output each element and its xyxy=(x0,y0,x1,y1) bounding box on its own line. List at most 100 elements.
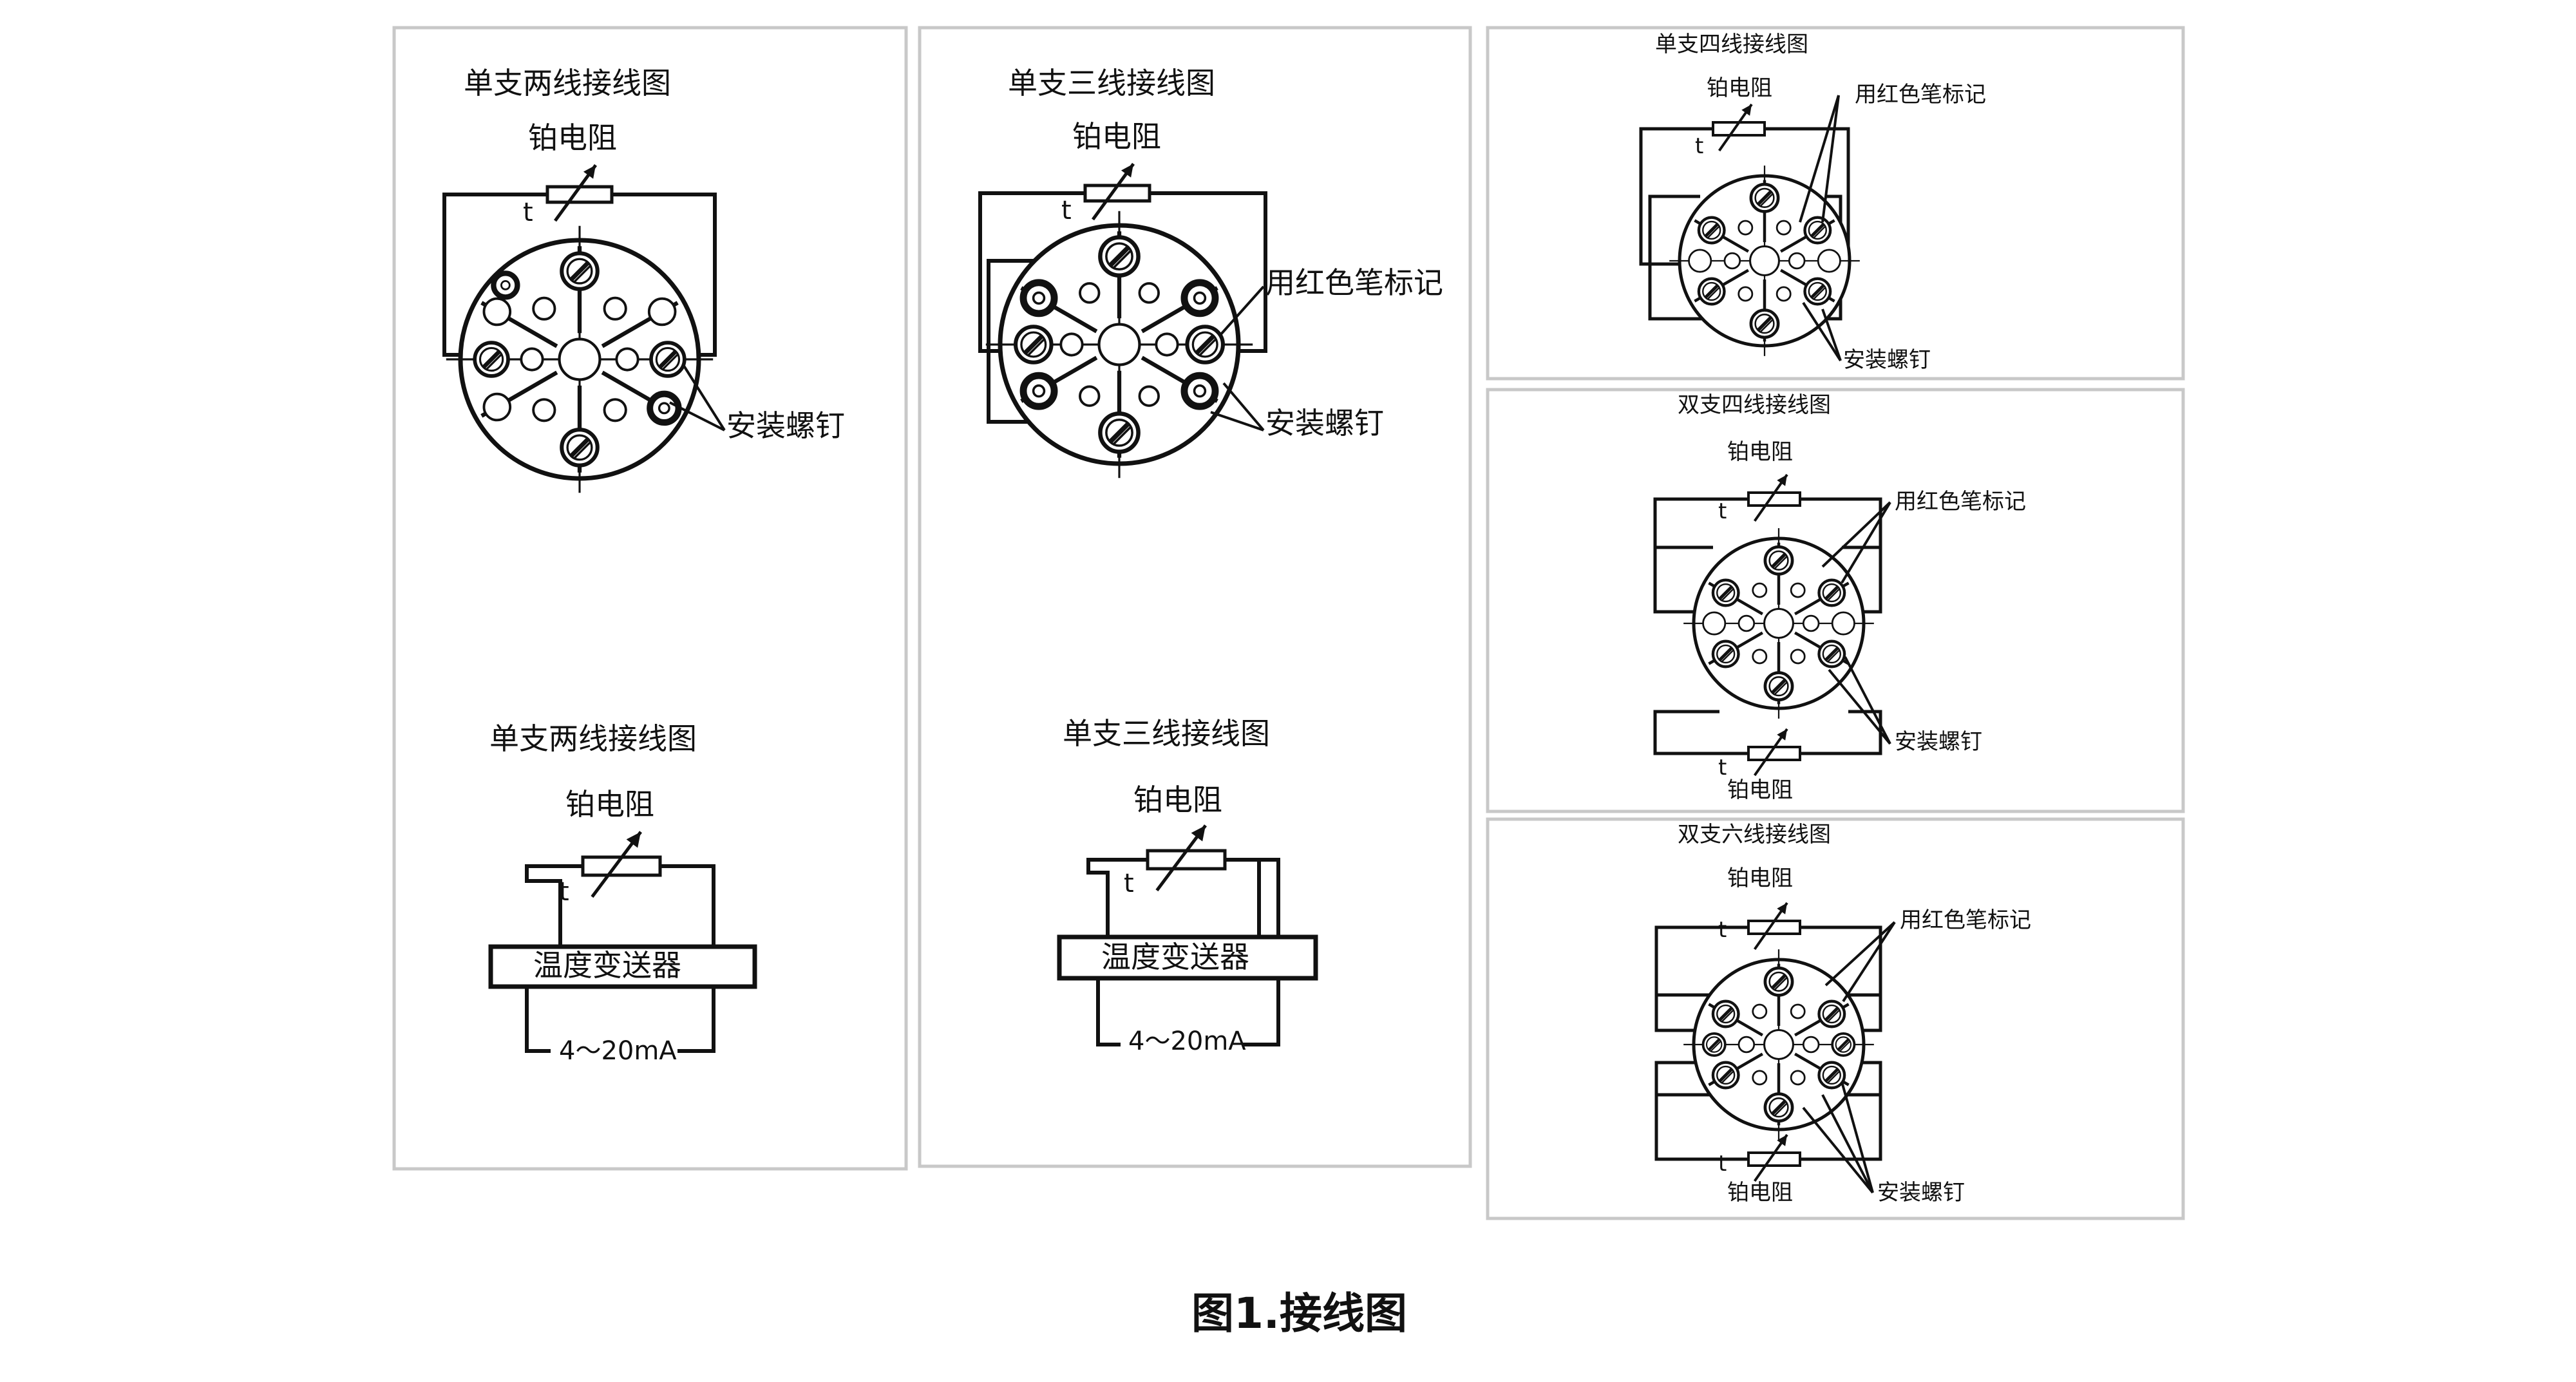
panel1-bottom-rtd-label: 铂电阻 xyxy=(565,787,654,822)
screw-leader-line xyxy=(669,401,725,431)
panel-frame-dual-four-wire xyxy=(1486,388,2185,813)
terminal-hole xyxy=(1817,249,1841,273)
terminal-hole xyxy=(1688,249,1712,273)
terminal-hole xyxy=(1776,220,1792,236)
panel5-top-t-label: t xyxy=(1718,917,1727,943)
terminal-screw-slot xyxy=(569,437,591,459)
red-mark-leader-line xyxy=(1841,501,1891,584)
terminal-screw-slot xyxy=(1721,649,1734,663)
panel3-title: 单支四线接线图 xyxy=(1655,32,1808,57)
terminal-screw-slot xyxy=(1827,1009,1841,1023)
terminal-screw-slot xyxy=(1774,556,1788,569)
terminal-screw-slot xyxy=(1718,585,1734,601)
terminal-hole xyxy=(1079,282,1101,304)
panel2-bottom-t-label: t xyxy=(1124,869,1134,898)
terminal-screw-slot xyxy=(1827,588,1841,601)
panel2-transmitter-label: 温度变送器 xyxy=(1101,940,1249,974)
rtd-lead-wire xyxy=(1648,194,1726,321)
terminal-screw-slot xyxy=(1774,1103,1788,1117)
terminal-screw-slot xyxy=(1194,334,1216,355)
terminal-screw-slot xyxy=(1813,287,1826,300)
terminal-screw-slot xyxy=(1718,646,1734,662)
terminal-screw-slot xyxy=(1756,189,1773,206)
terminal-screw-slot xyxy=(1707,1037,1721,1052)
terminal-screw-slot xyxy=(1112,426,1132,445)
variable-arrow-head xyxy=(1777,903,1787,914)
terminal-screw-slot xyxy=(1813,225,1826,239)
terminal-hole xyxy=(1790,1003,1806,1019)
terminal-screw-slot xyxy=(1839,1041,1851,1052)
red-mark-leader-line xyxy=(1821,95,1840,223)
panel2-top-rtd-label: 铂电阻 xyxy=(1072,119,1161,154)
panel2-top-title: 单支三线接线图 xyxy=(1008,66,1215,100)
terminal-screw-slot xyxy=(1759,319,1774,333)
terminal-hole xyxy=(1752,1070,1768,1086)
screw-leader-line xyxy=(1821,1094,1874,1193)
variable-arrow-head xyxy=(1191,825,1206,842)
panel3-screw-label: 安装螺钉 xyxy=(1843,347,1931,373)
terminal-hole xyxy=(1790,648,1806,665)
mounting-screw-center xyxy=(1032,291,1046,305)
terminal-hole xyxy=(482,392,512,422)
panel5-bottom-t-label: t xyxy=(1718,1151,1727,1177)
terminal-hole xyxy=(1738,220,1754,236)
panel4-screw-label: 安装螺钉 xyxy=(1895,729,1982,755)
terminal-screw-slot xyxy=(573,265,591,283)
terminal-screw-slot xyxy=(569,260,591,282)
panel4-red-mark-label: 用红色笔标记 xyxy=(1895,489,2026,515)
screw-leader-line xyxy=(1222,382,1265,431)
terminal-screw-slot xyxy=(1027,338,1045,356)
panel2-bottom-rtd-label: 铂电阻 xyxy=(1133,782,1222,817)
panel1-top-title: 单支两线接线图 xyxy=(464,66,671,100)
red-mark-leader-line xyxy=(1219,285,1265,336)
terminal-hole xyxy=(603,398,627,422)
terminal-hole xyxy=(1738,1036,1756,1054)
red-mark-leader-line xyxy=(1842,921,1896,1003)
terminal-screw-slot xyxy=(1108,245,1131,268)
panel2-red-mark-label: 用红色笔标记 xyxy=(1265,265,1443,300)
panel5-red-mark-label: 用红色笔标记 xyxy=(1900,907,2031,933)
terminal-screw-slot xyxy=(1774,977,1788,990)
panel3-rtd-label: 铂电阻 xyxy=(1707,75,1772,101)
terminal-screw-slot xyxy=(1824,646,1839,662)
panel5-top-rtd-label: 铂电阻 xyxy=(1727,866,1793,891)
screw-leader-line xyxy=(1802,1106,1874,1194)
terminal-screw-slot xyxy=(1721,588,1734,601)
output-wire xyxy=(677,987,715,1053)
terminal-screw-slot xyxy=(1824,1006,1839,1022)
terminal-screw-slot xyxy=(1023,334,1045,355)
mounting-screw-center xyxy=(658,402,670,415)
terminal-screw-slot xyxy=(1759,193,1774,207)
panel4-title: 双支四线接线图 xyxy=(1678,392,1831,418)
terminal-hole xyxy=(1059,332,1084,357)
terminal-hole xyxy=(1776,286,1792,302)
terminal-screw-slot xyxy=(1198,338,1217,356)
terminal-screw-slot xyxy=(662,354,679,370)
rtd-lead-wire xyxy=(1086,858,1280,945)
terminal-screw-slot xyxy=(1827,1070,1841,1084)
terminal-hole xyxy=(1723,252,1741,270)
mounting-screw-center xyxy=(1193,291,1207,305)
mounting-screw-center xyxy=(1193,384,1207,398)
output-wire xyxy=(1243,978,1280,1046)
terminal-hole xyxy=(1752,1003,1768,1019)
variable-arrow-head xyxy=(626,831,641,848)
panel2-bottom-title: 单支三线接线图 xyxy=(1063,716,1270,751)
terminal-screw-slot xyxy=(1770,552,1787,569)
terminal-screw-slot xyxy=(1824,1067,1839,1083)
terminal-hole xyxy=(1738,614,1756,632)
terminal-screw-slot xyxy=(1824,585,1839,601)
terminal-hole xyxy=(1790,582,1806,598)
transmitter-box xyxy=(488,944,757,989)
red-mark-leader-line xyxy=(1824,921,1896,987)
panel4-bottom-t-label: t xyxy=(1718,755,1727,781)
terminal-hole xyxy=(1831,611,1855,636)
panel-frame-single-four-wire xyxy=(1486,26,2185,381)
terminal-hole xyxy=(1138,282,1160,304)
variable-arrow-head xyxy=(1777,1135,1787,1146)
screw-leader-line xyxy=(1821,308,1842,361)
terminal-hole xyxy=(1738,286,1754,302)
terminal-hole xyxy=(1752,648,1768,665)
terminal-hole xyxy=(1802,1036,1820,1054)
terminal-screw-slot xyxy=(1774,681,1788,696)
